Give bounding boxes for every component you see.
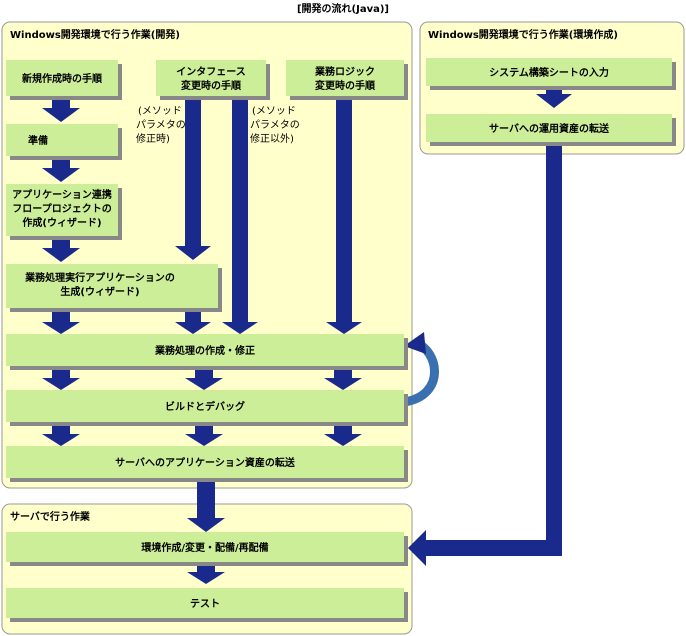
note-method-param: (メソッド パラメタの 修正時) bbox=[136, 106, 186, 145]
arrow-logic-to-create bbox=[326, 98, 362, 334]
box-flow-line1: アプリケーション連携 bbox=[12, 188, 112, 201]
arrow-env-to-test bbox=[187, 562, 225, 584]
arrow-prepare-to-flow bbox=[42, 158, 80, 182]
box-interface-change: インタフェース 変更時の手順 bbox=[156, 60, 270, 100]
arrow-create-build-2 bbox=[185, 368, 223, 390]
arrow-flow-to-gen bbox=[42, 238, 80, 262]
box-interface-line1: インタフェース bbox=[176, 66, 246, 78]
box-transfer-ops-label: サーバへの運用資産の転送 bbox=[489, 122, 610, 135]
box-test-label: テスト bbox=[190, 598, 220, 610]
note-other-line3: 修正以外) bbox=[250, 132, 294, 145]
arrow-new-to-prepare bbox=[42, 98, 80, 122]
box-transfer-ops: サーバへの運用資産の転送 bbox=[426, 114, 676, 146]
note-other-line2: パラメタの bbox=[250, 119, 300, 131]
diagram-title: [開発の流れ(Java)] bbox=[297, 2, 389, 15]
box-flow-line3: 作成(ウィザード) bbox=[22, 216, 101, 229]
note-param-line1: (メソッド bbox=[138, 106, 182, 117]
arrow-build-transfer-2 bbox=[185, 424, 223, 446]
box-app-generate: 業務処理実行アプリケーションの 生成(ウィザード) bbox=[6, 264, 222, 312]
panel-dev-label: Windows開発環境で行う作業(開発) bbox=[10, 28, 180, 41]
box-build-debug: ビルドとデバッグ bbox=[6, 390, 408, 426]
arrow-interface-to-create bbox=[222, 98, 258, 334]
loop-arrow bbox=[403, 332, 439, 407]
note-other-line1: (メソッド bbox=[252, 106, 296, 117]
box-env-deploy: 環境作成/変更・配備/再配備 bbox=[6, 532, 408, 566]
box-transfer-app: サーバへのアプリケーション資産の転送 bbox=[6, 446, 408, 482]
box-build-debug-label: ビルドとデバッグ bbox=[165, 400, 245, 413]
box-create-modify: 業務処理の作成・修正 bbox=[6, 334, 408, 370]
arrow-gen-left-to-create bbox=[42, 312, 80, 334]
note-method-other: (メソッド パラメタの 修正以外) bbox=[250, 106, 300, 145]
box-logic-line2: 変更時の手順 bbox=[315, 79, 376, 92]
box-prepare: 準備 bbox=[6, 124, 122, 160]
box-create-modify-label: 業務処理の作成・修正 bbox=[154, 344, 255, 357]
arrow-transfer-to-env bbox=[187, 480, 225, 532]
box-prepare-label: 準備 bbox=[28, 134, 48, 147]
arrow-gen-mid-to-create bbox=[175, 312, 211, 334]
arrow-sheet-to-ops bbox=[536, 86, 572, 108]
arrow-build-transfer-1 bbox=[42, 424, 80, 446]
box-test: テスト bbox=[6, 588, 408, 622]
note-param-line2: パラメタの bbox=[136, 119, 186, 131]
box-logic-change: 業務ロジック 変更時の手順 bbox=[286, 60, 408, 100]
box-transfer-app-label: サーバへのアプリケーション資産の転送 bbox=[115, 456, 296, 469]
process-boxes: 新規作成時の手順 インタフェース 変更時の手順 業務ロジック 変更時の手順 準備… bbox=[6, 58, 676, 622]
panel-server-label: サーバで行う作業 bbox=[10, 510, 91, 523]
box-app-link-flow: アプリケーション連携 フロープロジェクトの 作成(ウィザード) bbox=[6, 184, 122, 240]
note-param-line3: 修正時) bbox=[136, 132, 170, 145]
arrow-ops-to-env bbox=[408, 142, 562, 566]
box-logic-line1: 業務ロジック bbox=[314, 65, 375, 78]
box-flow-line2: フロープロジェクトの bbox=[12, 202, 111, 215]
arrow-build-transfer-3 bbox=[324, 424, 362, 446]
box-interface-line2: 変更時の手順 bbox=[181, 79, 242, 92]
arrow-interface-to-gen bbox=[175, 98, 211, 260]
arrow-create-build-1 bbox=[42, 368, 80, 390]
box-generate-line2: 生成(ウィザード) bbox=[60, 285, 139, 298]
box-system-sheet-label: システム構築シートの入力 bbox=[489, 66, 609, 79]
box-system-sheet: システム構築シートの入力 bbox=[426, 58, 676, 90]
box-generate-line1: 業務処理実行アプリケーションの bbox=[24, 271, 175, 284]
flow-arrows bbox=[42, 86, 572, 584]
box-new-create: 新規作成時の手順 bbox=[6, 60, 122, 100]
box-new-create-label: 新規作成時の手順 bbox=[22, 72, 103, 85]
box-env-deploy-label: 環境作成/変更・配備/再配備 bbox=[141, 541, 268, 554]
panel-env-label: Windows開発環境で行う作業(環境作成) bbox=[428, 28, 618, 41]
arrow-create-build-3 bbox=[324, 368, 362, 390]
